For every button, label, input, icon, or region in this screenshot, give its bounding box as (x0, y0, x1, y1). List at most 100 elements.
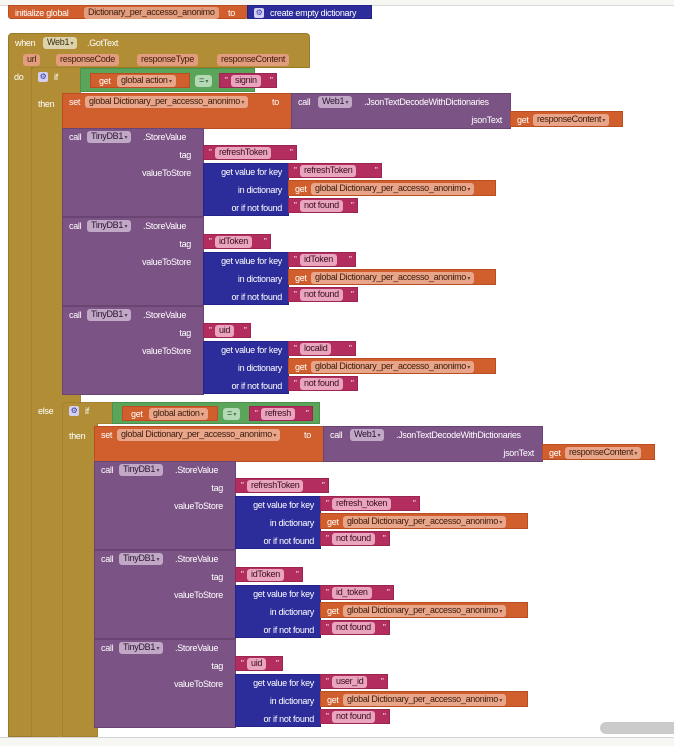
component-dropdown[interactable]: Web1 (318, 96, 353, 108)
gear-icon[interactable]: ⚙ (254, 8, 264, 18)
variable-dropdown[interactable]: global action (149, 408, 208, 420)
get-value-for-key-block[interactable]: get value for key in dictionary or if no… (203, 163, 289, 216)
tag-text-block[interactable]: " refreshToken " (235, 478, 329, 493)
variable-dropdown[interactable]: global Dictionary_per_accesso_anonimo (311, 183, 475, 195)
get-value-for-key-block[interactable]: get value for key in dictionary or if no… (235, 585, 321, 638)
get-global-dict-block[interactable]: get global Dictionary_per_accesso_anonim… (288, 358, 496, 374)
not-found-text-block[interactable]: " not found " (320, 709, 390, 724)
tag-value[interactable]: uid (215, 325, 235, 337)
get-responsecontent-block[interactable]: get responseContent (510, 111, 623, 127)
when-web1-gottext-block[interactable]: when Web1 .GotText url responseCode resp… (8, 33, 310, 68)
tag-value[interactable]: idToken (247, 569, 284, 581)
key-value[interactable]: localid (300, 343, 332, 355)
variable-dropdown[interactable]: responseContent (533, 114, 610, 126)
component-dropdown[interactable]: Web1 (43, 37, 78, 49)
not-found-value[interactable]: not found (300, 200, 343, 212)
not-found-text-block[interactable]: " not found " (288, 376, 358, 391)
component-dropdown[interactable]: TinyDB1 (119, 642, 164, 654)
variable-dropdown[interactable]: global Dictionary_per_accesso_anonimo (343, 516, 507, 528)
key-text-block[interactable]: " user_id " (320, 674, 388, 689)
set-global-dict-block[interactable]: set global Dictionary_per_accesso_anonim… (94, 426, 324, 462)
component-dropdown[interactable]: TinyDB1 (87, 131, 132, 143)
json-decode-call-block[interactable]: call Web1 .JsonTextDecodeWithDictionarie… (291, 93, 511, 129)
tag-text-block[interactable]: " refreshToken " (203, 145, 297, 160)
component-dropdown[interactable]: TinyDB1 (119, 553, 164, 565)
text-value[interactable]: refresh (261, 408, 295, 420)
key-value[interactable]: id_token (332, 587, 372, 599)
tag-text-block[interactable]: " uid " (235, 656, 283, 671)
get-global-dict-block[interactable]: get global Dictionary_per_accesso_anonim… (320, 513, 528, 529)
key-text-block[interactable]: " refreshToken " (288, 163, 382, 178)
variable-dropdown[interactable]: global action (117, 75, 176, 87)
initialize-global-block[interactable]: initialize global Dictionary_per_accesso… (8, 5, 248, 19)
not-found-value[interactable]: not found (300, 289, 343, 301)
tag-value[interactable]: idToken (215, 236, 252, 248)
tinydb-storevalue-block[interactable]: call TinyDB1 .StoreValue tag valueToStor… (94, 550, 236, 639)
param-responseContent[interactable]: responseContent (217, 54, 290, 66)
param-responseCode[interactable]: responseCode (56, 54, 119, 66)
tag-text-block[interactable]: " uid " (203, 323, 251, 338)
component-dropdown[interactable]: TinyDB1 (119, 464, 164, 476)
key-value[interactable]: refresh_token (332, 498, 392, 510)
not-found-text-block[interactable]: " not found " (288, 287, 358, 302)
not-found-text-block[interactable]: " not found " (320, 531, 390, 546)
get-value-for-key-block[interactable]: get value for key in dictionary or if no… (203, 252, 289, 305)
not-found-value[interactable]: not found (332, 622, 375, 634)
get-value-for-key-block[interactable]: get value for key in dictionary or if no… (235, 674, 321, 727)
get-global-dict-block[interactable]: get global Dictionary_per_accesso_anonim… (288, 269, 496, 285)
get-value-for-key-block[interactable]: get value for key in dictionary or if no… (203, 341, 289, 394)
get-global-dict-block[interactable]: get global Dictionary_per_accesso_anonim… (320, 691, 528, 707)
compare-block-refresh[interactable]: get global action = " refresh " (112, 402, 320, 424)
tag-value[interactable]: uid (247, 658, 267, 670)
variable-dropdown[interactable]: global Dictionary_per_accesso_anonimo (311, 272, 475, 284)
param-url[interactable]: url (23, 54, 41, 66)
param-responseType[interactable]: responseType (137, 54, 198, 66)
not-found-text-block[interactable]: " not found " (320, 620, 390, 635)
tinydb-storevalue-block[interactable]: call TinyDB1 .StoreValue tag valueToStor… (62, 128, 204, 217)
operator-dropdown[interactable]: = (195, 75, 213, 87)
tinydb-storevalue-block[interactable]: call TinyDB1 .StoreValue tag valueToStor… (94, 639, 236, 728)
not-found-value[interactable]: not found (300, 378, 343, 390)
key-value[interactable]: refreshToken (300, 165, 357, 177)
not-found-value[interactable]: not found (332, 711, 375, 723)
create-empty-dictionary-block[interactable]: ⚙ create empty dictionary (247, 5, 372, 19)
gear-icon[interactable]: ⚙ (69, 406, 79, 416)
key-text-block[interactable]: " id_token " (320, 585, 394, 600)
not-found-text-block[interactable]: " not found " (288, 198, 358, 213)
variable-dropdown[interactable]: global Dictionary_per_accesso_anonimo (343, 694, 507, 706)
text-block[interactable]: " signin " (219, 73, 277, 88)
tag-value[interactable]: refreshToken (247, 480, 304, 492)
json-decode-call-block[interactable]: call Web1 .JsonTextDecodeWithDictionarie… (323, 426, 543, 462)
get-global-dict-block[interactable]: get global Dictionary_per_accesso_anonim… (320, 602, 528, 618)
component-dropdown[interactable]: TinyDB1 (87, 309, 132, 321)
not-found-value[interactable]: not found (332, 533, 375, 545)
tinydb-storevalue-block[interactable]: call TinyDB1 .StoreValue tag valueToStor… (62, 217, 204, 306)
key-text-block[interactable]: " refresh_token " (320, 496, 420, 511)
key-value[interactable]: user_id (332, 676, 368, 688)
global-var-name-field[interactable]: Dictionary_per_accesso_anonimo (84, 7, 219, 19)
variable-dropdown[interactable]: responseContent (565, 447, 642, 459)
component-dropdown[interactable]: TinyDB1 (87, 220, 132, 232)
get-responsecontent-block[interactable]: get responseContent (542, 444, 655, 460)
get-global-action-block[interactable]: get global action (122, 406, 218, 421)
variable-dropdown[interactable]: global Dictionary_per_accesso_anonimo (117, 429, 281, 441)
tinydb-storevalue-block[interactable]: call TinyDB1 .StoreValue tag valueToStor… (62, 306, 204, 395)
component-dropdown[interactable]: Web1 (350, 429, 385, 441)
variable-dropdown[interactable]: global Dictionary_per_accesso_anonimo (343, 605, 507, 617)
key-text-block[interactable]: " localid " (288, 341, 356, 356)
variable-dropdown[interactable]: global Dictionary_per_accesso_anonimo (311, 361, 475, 373)
key-text-block[interactable]: " idToken " (288, 252, 356, 267)
gear-icon[interactable]: ⚙ (38, 72, 48, 82)
tag-text-block[interactable]: " idToken " (235, 567, 303, 582)
text-value[interactable]: signin (231, 75, 261, 87)
get-global-dict-block[interactable]: get global Dictionary_per_accesso_anonim… (288, 180, 496, 196)
compare-block-signin[interactable]: get global action = " signin " (80, 68, 277, 92)
operator-dropdown[interactable]: = (223, 408, 241, 420)
get-value-for-key-block[interactable]: get value for key in dictionary or if no… (235, 496, 321, 549)
tag-text-block[interactable]: " idToken " (203, 234, 271, 249)
tag-value[interactable]: refreshToken (215, 147, 272, 159)
get-global-action-block[interactable]: get global action (90, 73, 190, 88)
key-value[interactable]: idToken (300, 254, 337, 266)
variable-dropdown[interactable]: global Dictionary_per_accesso_anonimo (85, 96, 249, 108)
tinydb-storevalue-block[interactable]: call TinyDB1 .StoreValue tag valueToStor… (94, 461, 236, 550)
